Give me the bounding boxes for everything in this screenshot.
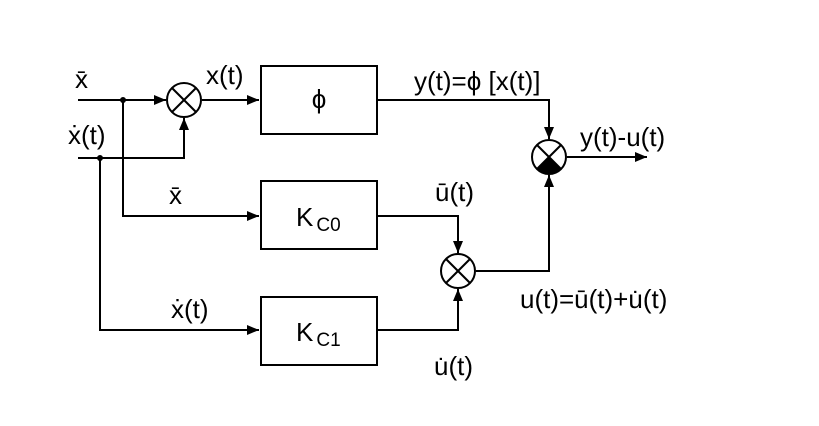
branch-dot-xbar [120,97,126,103]
label-udot: u̇(t) [434,351,473,381]
block-phi [260,65,378,135]
label-y-eq: y(t)=ϕ [x(t)] [414,66,541,96]
wire-udot [378,289,463,331]
label-xbar-mid: x̄ [169,180,182,210]
label-xbar-in: x̄ [75,64,88,94]
block-kc0-main: K [296,202,314,232]
block-kc0 [260,180,378,250]
summing-junction-3 [531,139,567,175]
label-xt: x(t) [206,60,244,90]
label-ubar: ū(t) [435,177,474,207]
block-kc1-main: K [296,317,314,347]
block-kc1-sub: C1 [316,330,340,351]
block-kc1 [260,296,378,366]
label-xdot-mid: ẋ(t) [171,294,209,324]
wire-xdot-to-sum1 [78,118,189,159]
block-kc0-sub: C0 [316,215,340,236]
summing-junction-1 [166,82,202,118]
label-y-minus-u: y(t)-u(t) [580,122,665,152]
wire-y [378,99,554,139]
wire-ubar [378,215,463,253]
summing-junction-2 [440,253,476,289]
block-phi-label: ϕ [312,84,327,114]
label-xdot-in: ẋ(t) [68,120,106,150]
label-u-eq: u(t)=ū(t)+u̇(t) [520,284,667,314]
wire-u [476,175,554,272]
branch-dot-xdot [97,155,103,161]
wire-xdot-to-kc1 [99,158,259,335]
wire-xbar-to-kc0 [122,100,259,221]
